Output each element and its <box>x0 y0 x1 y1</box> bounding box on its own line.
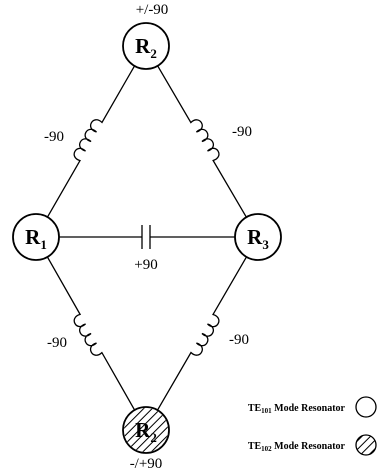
upper-right-coupling-label: -90 <box>232 124 252 140</box>
lower-right-coupling-label: -90 <box>229 332 249 348</box>
resonator-r2-bottom: R2 <box>122 406 170 454</box>
upper-left-coupling-label: -90 <box>44 129 64 145</box>
inductor-upper-left <box>46 65 136 218</box>
legend-item-te101: TE101 Mode Resonator <box>248 396 377 418</box>
legend: TE101 Mode Resonator TE102 Mode Resonato… <box>248 396 377 456</box>
svg-text:R1: R1 <box>25 225 47 252</box>
center-capacitor-label: +90 <box>134 257 157 273</box>
resonator-r1: R1 <box>12 213 60 261</box>
lower-left-coupling-label: -90 <box>47 335 67 351</box>
r2-top-phase-label: +/-90 <box>136 2 169 18</box>
svg-text:TE102 Mode Resonator: TE102 Mode Resonator <box>248 441 346 453</box>
svg-text:TE101 Mode Resonator: TE101 Mode Resonator <box>248 403 346 415</box>
svg-text:R2: R2 <box>135 34 157 61</box>
svg-text:R3: R3 <box>247 225 269 252</box>
svg-text:R2: R2 <box>135 418 157 445</box>
inductor-lower-right <box>156 256 248 411</box>
coupling-lines <box>46 65 248 411</box>
inductor-lower-left <box>46 256 136 411</box>
resonator-r2-top: R2 <box>122 22 170 70</box>
capacitor-symbol <box>59 225 235 249</box>
empty-circle-icon <box>355 396 377 418</box>
inductor-upper-right <box>157 65 247 218</box>
hatched-circle-icon <box>355 434 377 456</box>
resonator-r3: R3 <box>234 213 282 261</box>
legend-item-te102: TE102 Mode Resonator <box>248 434 377 456</box>
r2-bottom-phase-label: -/+90 <box>130 456 163 472</box>
